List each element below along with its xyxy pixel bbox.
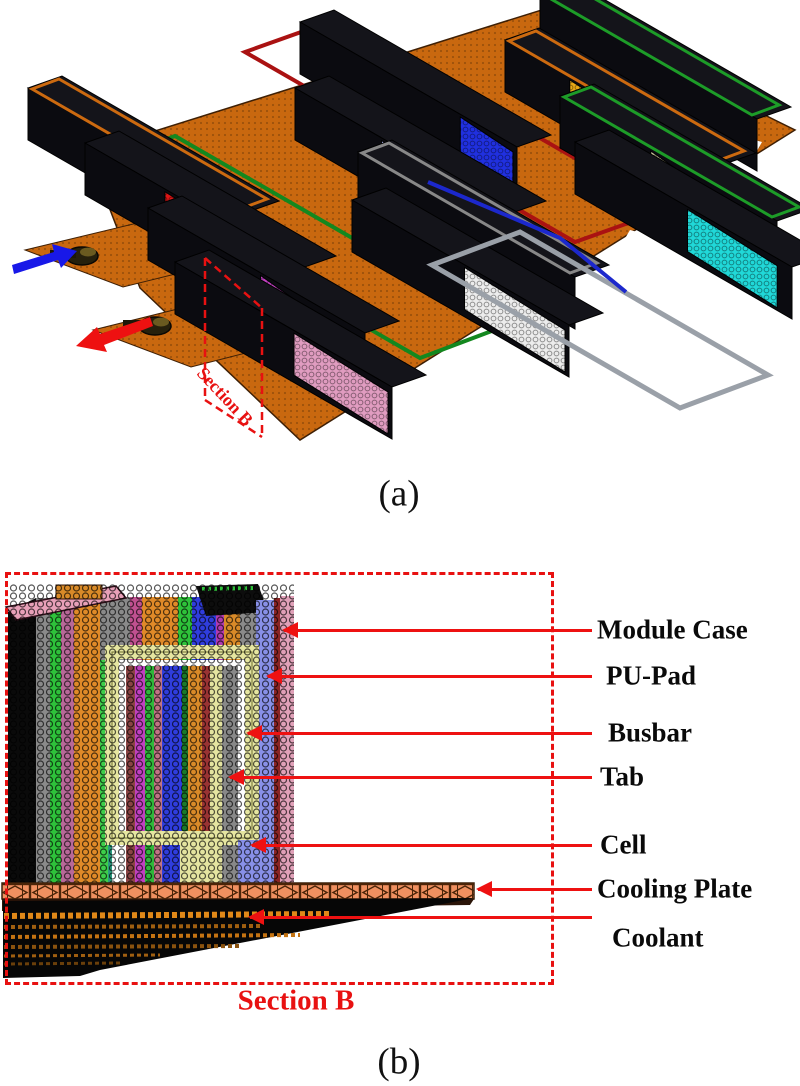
label-tab: Tab <box>600 761 645 792</box>
label-cooling-plate: Cooling Plate <box>597 873 753 904</box>
module-case-arrow-head <box>282 622 298 638</box>
label-busbar: Busbar <box>608 717 693 748</box>
battery-modules <box>26 0 800 440</box>
cooling-plate-arrow-head <box>476 881 492 897</box>
label-module-case: Module Case <box>597 614 748 645</box>
pu-pad-arrow-line <box>268 674 592 678</box>
busbars-arrows-section-lines <box>12 180 774 439</box>
busbar-arrow-line <box>248 731 592 735</box>
label-pu-pad: PU-Pad <box>606 660 696 691</box>
pu-pad-arrow-head <box>266 668 282 684</box>
cell-arrow-head <box>250 837 266 853</box>
label-cell: Cell <box>600 829 647 860</box>
panel-a-figure: Section B <box>12 0 800 441</box>
tab-arrow-line <box>230 775 592 779</box>
busbar-arrow-head <box>246 725 262 741</box>
module-case-arrow-line <box>284 628 592 632</box>
caption-b: (b) <box>377 1041 421 1083</box>
section-b-dashed-box <box>5 572 554 985</box>
coolant-arrow-line <box>250 915 592 919</box>
label-coolant: Coolant <box>612 922 704 953</box>
tab-arrow-head <box>228 769 244 785</box>
section-b-cross-section <box>1 584 475 978</box>
cooling-plate-arrow-line <box>478 887 592 891</box>
section-b-label-panel-b: Section B <box>237 984 355 1017</box>
coolant-arrow-head <box>248 909 264 925</box>
cell-arrow-line <box>252 843 592 847</box>
caption-a: (a) <box>378 473 420 515</box>
